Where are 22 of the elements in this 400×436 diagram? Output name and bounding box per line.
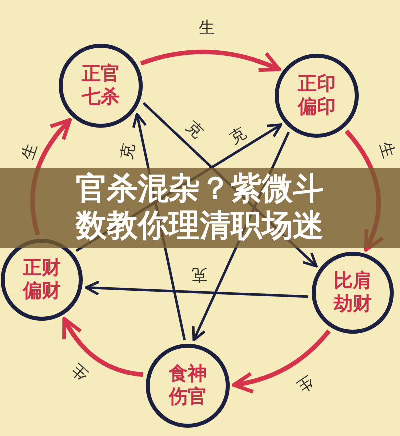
edge-label: 生 [198, 19, 216, 37]
title-banner: 官杀混杂？紫微斗数教你理清职场迷 [0, 168, 400, 248]
node-label: 正印 [298, 73, 336, 96]
circle-node [275, 54, 359, 138]
node-label: 偏印 [298, 96, 336, 119]
curved-arrow [232, 330, 331, 394]
node-label: 偏财 [23, 280, 61, 303]
circle-node [312, 252, 394, 334]
arrow [85, 280, 308, 298]
edge-label: 克 [118, 142, 138, 162]
curved-arrow [140, 50, 282, 73]
edge-label: 克 [191, 266, 209, 284]
circle-node [146, 344, 230, 428]
node-label: 食神 [169, 363, 207, 386]
node-label: 正官 [82, 63, 120, 86]
circle-node [59, 44, 143, 128]
node-label: 七杀 [82, 86, 120, 109]
node-label: 正财 [23, 257, 61, 280]
node-label: 伤官 [169, 386, 207, 409]
node-label: 比肩 [334, 270, 372, 293]
curved-arrow [62, 317, 144, 378]
node-label: 劫财 [334, 293, 372, 316]
